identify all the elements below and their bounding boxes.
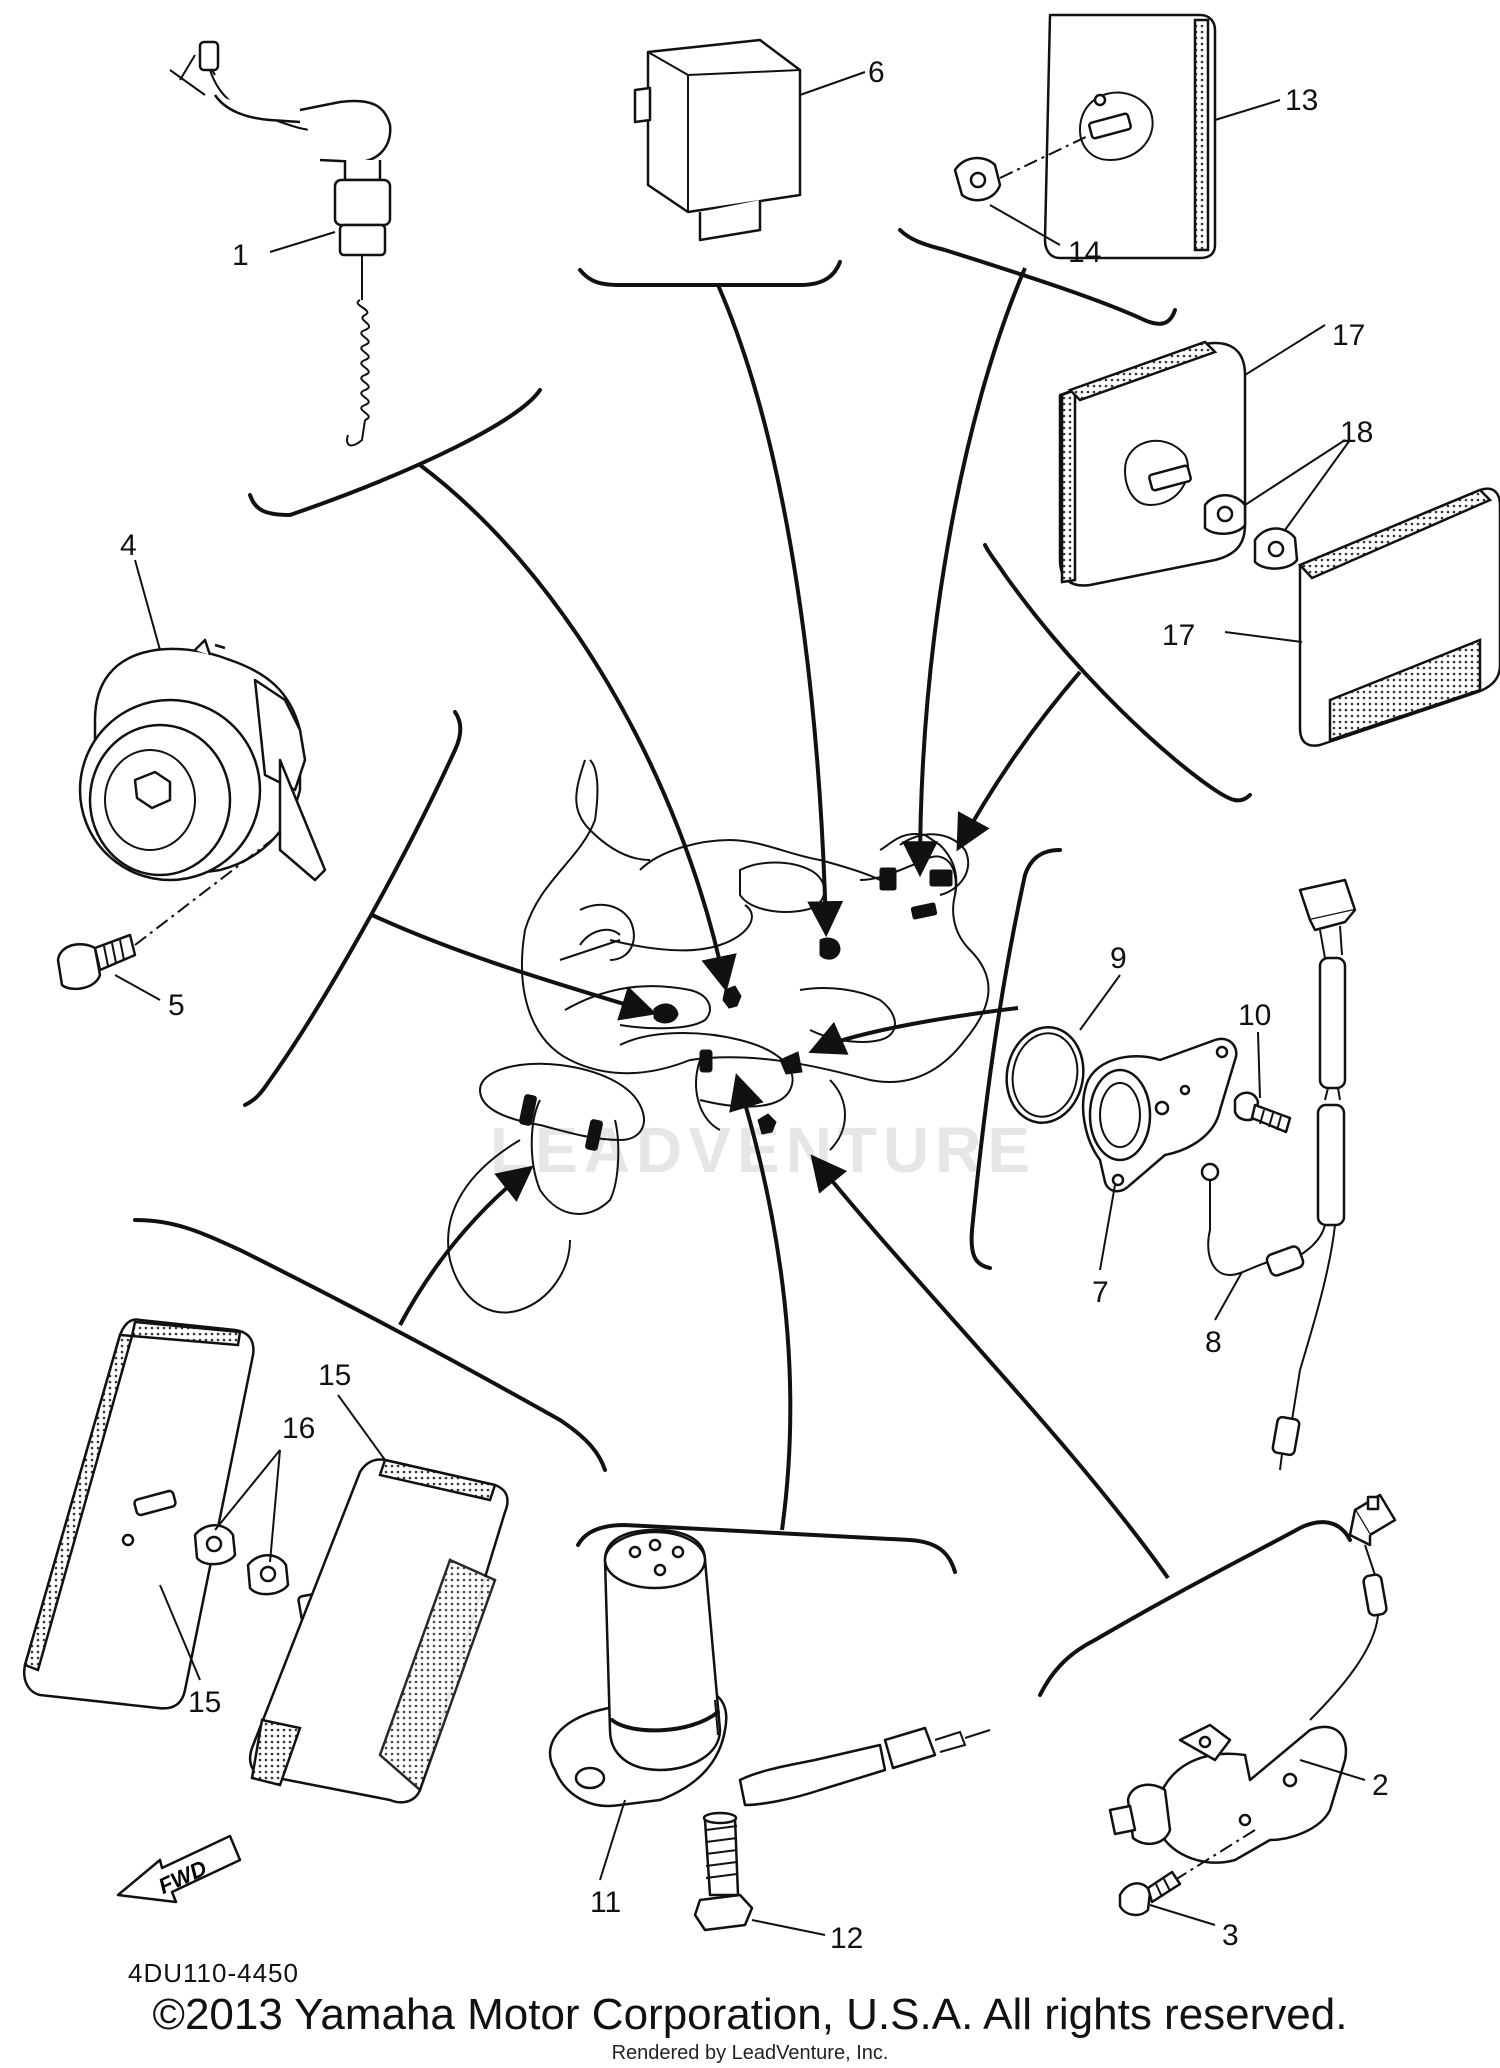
leader-9 [1079, 974, 1121, 1031]
lead-6 [716, 284, 844, 938]
bracket-group-7 [969, 848, 1062, 1270]
callout-7: 7 [1092, 1276, 1109, 1309]
bracket-group-2 [1038, 1520, 1352, 1697]
callout-12: 12 [830, 1922, 863, 1955]
part-17-reflector-upper [1058, 340, 1247, 587]
bracket-group-11 [576, 1522, 957, 1574]
part-6-relay [633, 38, 802, 242]
lead-4 [371, 913, 657, 1021]
part-9-o-ring [1005, 1026, 1085, 1124]
leader-5 [114, 974, 161, 1001]
bracket-group-6 [578, 260, 842, 287]
bracket-group-4 [243, 710, 463, 1107]
callout-labels: 1 2 3 4 5 6 7 8 9 10 11 12 13 14 15 15 1… [120, 56, 1389, 1955]
leader-7 [1099, 1184, 1116, 1271]
leader-17b [1224, 631, 1303, 643]
part-12-bolt [693, 1811, 754, 1932]
callout-9: 9 [1110, 942, 1127, 975]
leader-16a [214, 1449, 281, 1531]
part-17-reflector-lower [1297, 487, 1500, 747]
leader-10 [1257, 1031, 1261, 1099]
callout-4: 4 [120, 529, 137, 562]
part-15-reflector-left [23, 1318, 255, 1710]
leader-15b [159, 1584, 201, 1681]
leader-17a [1244, 324, 1326, 376]
leader-6 [799, 71, 866, 96]
lead-1 [418, 463, 737, 993]
part-2-sensor [1108, 1493, 1397, 1881]
bracket-group-1 [248, 388, 542, 518]
callout-11: 11 [590, 1886, 621, 1919]
part-7-sensor-housing [1081, 1037, 1238, 1193]
part-18-nuts [1203, 494, 1299, 570]
forward-marker: FWD [116, 1834, 242, 1904]
callout-1: 1 [232, 239, 249, 272]
lead-11 [729, 1073, 793, 1531]
callout-8: 8 [1205, 1326, 1222, 1359]
leader-15a [337, 1394, 386, 1461]
part-4-horn [78, 638, 327, 882]
callout-3: 3 [1222, 1919, 1239, 1952]
lead-17 [956, 670, 1082, 852]
callout-15a: 15 [318, 1359, 351, 1392]
callout-13: 13 [1285, 84, 1318, 117]
bracket-group-17 [983, 543, 1252, 803]
part-8-wire-harness [1200, 878, 1357, 1471]
copyright-notice: ©2013 Yamaha Motor Corporation, U.S.A. A… [152, 1990, 1348, 2039]
callout-2: 2 [1372, 1769, 1389, 1802]
bracket-group-13 [898, 228, 1177, 326]
callout-14: 14 [1068, 236, 1101, 269]
bracket-group-15 [133, 1218, 607, 1472]
leader-12 [751, 1919, 826, 1936]
callout-17b: 17 [1162, 619, 1195, 652]
leader-2 [1299, 1759, 1366, 1781]
callout-16: 16 [282, 1412, 315, 1445]
leader-8 [1214, 1271, 1243, 1321]
leader-4 [134, 559, 161, 651]
part-14-nut [953, 134, 1091, 202]
leader-13 [1214, 99, 1281, 121]
part-15-reflector-right [248, 1458, 509, 1804]
leader-3 [1149, 1904, 1216, 1926]
part-3-screw [1118, 1870, 1182, 1917]
diagram-code: 4DU110-4450 [128, 1958, 299, 1988]
leader-11 [599, 1799, 626, 1881]
leader-14 [989, 204, 1061, 246]
leader-1 [269, 231, 336, 253]
lead-7 [808, 1006, 1019, 1055]
lead-13 [902, 267, 1027, 878]
callout-15b: 15 [188, 1686, 221, 1719]
callout-18: 18 [1340, 416, 1373, 449]
part-5-bolt [56, 829, 286, 991]
leader-18b [1284, 439, 1351, 531]
lead-15 [398, 1165, 534, 1326]
motorcycle-outline [447, 759, 990, 1314]
leader-16b [269, 1449, 281, 1563]
rendered-by-credit: Rendered by LeadVenture, Inc. [611, 2042, 889, 2064]
part-1-switch-assembly [169, 40, 392, 447]
part-13-reflector [1043, 13, 1217, 260]
callout-6: 6 [868, 56, 885, 89]
callout-10: 10 [1238, 999, 1271, 1032]
part-11-oil-level-switch [548, 1528, 991, 1808]
lead-2 [810, 1154, 1170, 1580]
part-16-nuts [193, 1524, 323, 1624]
part-10-screw [1233, 1091, 1292, 1134]
leader-18a [1244, 439, 1346, 506]
callout-17a: 17 [1332, 319, 1365, 352]
callout-5: 5 [168, 989, 185, 1022]
